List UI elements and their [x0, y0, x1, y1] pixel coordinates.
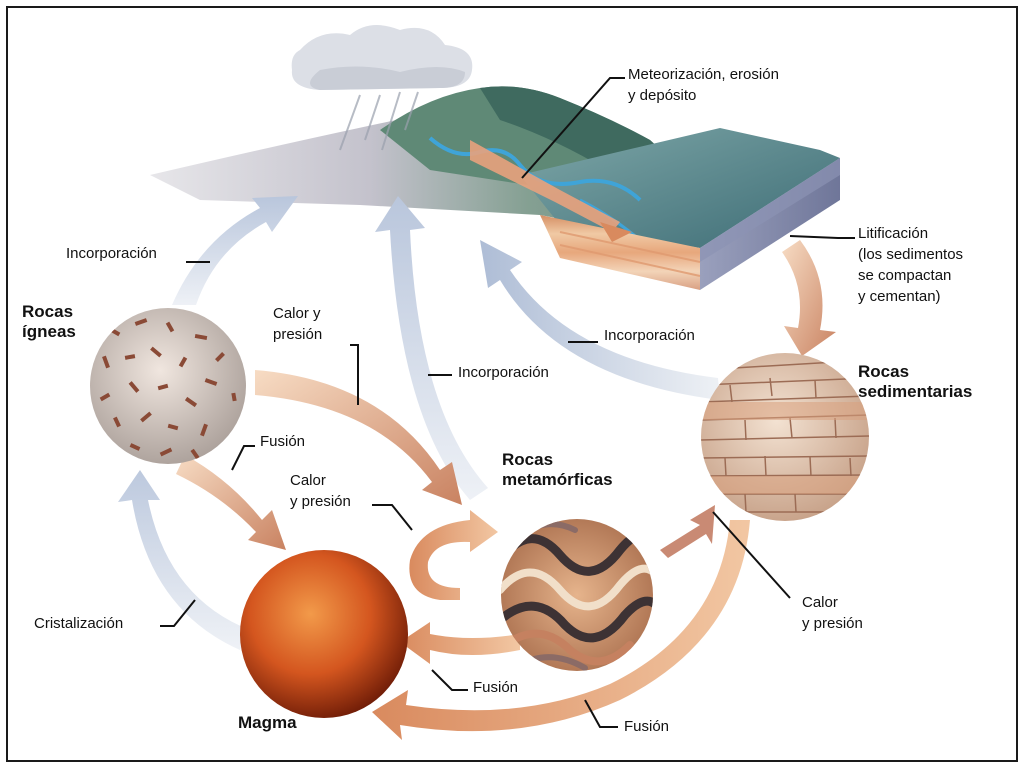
label-heat-pressure-mid-line1: Calor: [290, 472, 326, 489]
label-melting-sed: Fusión: [624, 718, 670, 735]
label-melting-meta: Fusión: [473, 679, 519, 696]
label-igneous-line2: ígneas: [22, 322, 76, 341]
label-metamorphic-rocks: Rocas metamórficas: [502, 450, 613, 490]
label-weathering: Meteorización, erosión y depósito: [628, 64, 779, 106]
label-metamorphic-line1: Rocas: [502, 450, 554, 469]
label-lithification-line1: Litificación: [858, 225, 929, 242]
igneous-rock: [90, 308, 246, 464]
label-lithification-line3: se compactan: [858, 267, 952, 284]
label-heat-pressure-right-line2: y presión: [802, 615, 863, 632]
transformation-arrows: [176, 240, 836, 740]
label-igneous-line1: Rocas: [22, 302, 74, 321]
label-sedimentary-rocks: Rocas sedimentarias: [858, 362, 972, 402]
label-weathering-line2: y depósito: [628, 87, 697, 104]
leader-lines: [160, 77, 855, 728]
magma-sphere: [240, 550, 408, 718]
label-heat-pressure-right-line1: Calor: [802, 594, 838, 611]
label-lithification-line4: y cementan): [858, 288, 941, 305]
metamorphic-rock: [501, 519, 653, 671]
label-igneous-rocks: Rocas ígneas: [22, 302, 76, 342]
label-lithification-line2: (los sedimentos: [858, 246, 964, 263]
label-magma: Magma: [238, 713, 297, 732]
sedimentary-rock: [701, 353, 869, 521]
label-incorporation-left: Incorporación: [66, 245, 157, 262]
landscape-illustration: [150, 25, 840, 290]
label-heat-pressure-top: Calor y presión: [273, 303, 322, 345]
label-sedimentary-line1: Rocas: [858, 362, 910, 381]
label-incorporation-right: Incorporación: [604, 327, 695, 344]
label-heat-pressure-mid-line2: y presión: [290, 493, 351, 510]
label-crystallization: Cristalización: [34, 615, 124, 632]
label-weathering-line1: Meteorización, erosión: [628, 66, 779, 83]
label-incorporation-center: Incorporación: [458, 364, 549, 381]
label-metamorphic-line2: metamórficas: [502, 470, 613, 489]
label-lithification: Litificación (los sedimentos se compacta…: [858, 223, 963, 307]
label-heat-pressure-top-line2: presión: [273, 326, 323, 343]
label-heat-pressure-right: Calor y presión: [802, 592, 863, 634]
label-heat-pressure-top-line1: Calor y: [273, 305, 321, 322]
label-heat-pressure-mid: Calor y presión: [290, 470, 351, 512]
incorporation-arrows: [118, 196, 720, 650]
label-melting-igneous: Fusión: [260, 433, 306, 450]
label-sedimentary-line2: sedimentarias: [858, 382, 973, 401]
